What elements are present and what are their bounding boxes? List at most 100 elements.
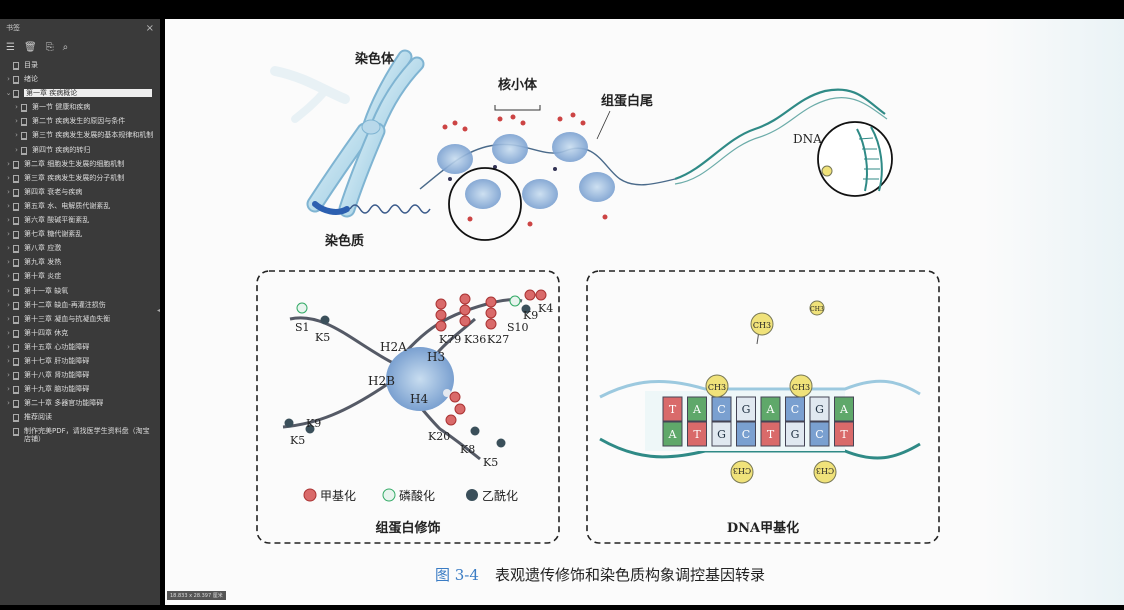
bookmark-label: 第五章 水、电解质代谢紊乱 bbox=[24, 201, 111, 210]
histone-h3: H3 bbox=[427, 350, 445, 364]
bookmark-item[interactable]: ›绪论 bbox=[0, 75, 160, 89]
expand-chevron-icon[interactable]: › bbox=[7, 258, 10, 267]
bookmark-item[interactable]: 制作完美PDF，请找医学生资料盘（淘宝店铺） bbox=[0, 427, 160, 443]
expand-chevron-icon[interactable]: › bbox=[7, 342, 10, 351]
expand-chevron-icon[interactable]: › bbox=[7, 187, 10, 196]
delete-icon[interactable]: 🗑 bbox=[23, 41, 37, 53]
legend-acetyl: 乙酰化 bbox=[482, 489, 518, 503]
free-methyl-tag-small: CH3 bbox=[810, 306, 824, 313]
figure-3-4: 染色体 染色质 核小体 组蛋白尾 DNA bbox=[256, 49, 940, 584]
nucleosome-fiber bbox=[419, 112, 676, 227]
expand-chevron-icon[interactable]: › bbox=[7, 159, 10, 168]
bookmark-item[interactable]: ›第二十章 多器官功能障碍 bbox=[0, 399, 160, 413]
bookmark-toolbar: ☰ 🗑 ⎘ ⌕ bbox=[0, 37, 160, 57]
site-k8: K8 bbox=[460, 443, 475, 456]
bookmark-label: 推荐阅读 bbox=[24, 413, 52, 422]
bookmark-icon bbox=[21, 104, 27, 113]
expand-chevron-icon[interactable]: › bbox=[7, 201, 10, 210]
bookmark-label: 第四章 衰老与疾病 bbox=[24, 187, 83, 196]
methyl-cluster bbox=[284, 289, 547, 448]
expand-chevron-icon[interactable]: › bbox=[7, 244, 10, 253]
bookmark-item[interactable]: › 第二章 细胞发生发展的细胞机制 bbox=[0, 160, 160, 174]
bookmark-label: 第七章 糖代谢紊乱 bbox=[24, 230, 83, 239]
acetyl-legend-icon bbox=[466, 489, 478, 501]
base-top-letter: A bbox=[692, 403, 702, 416]
base-top-letter: A bbox=[766, 403, 776, 416]
bookmark-item[interactable]: ›第二节 疾病发生的原因与条件 bbox=[0, 117, 160, 131]
expand-chevron-icon[interactable]: › bbox=[7, 314, 10, 323]
bookmark-item[interactable]: 目录 bbox=[0, 61, 160, 75]
base-bottom bbox=[662, 421, 683, 447]
bookmark-icon bbox=[13, 357, 19, 366]
figure-title: 表观遗传修饰和染色质构象调控基因转录 bbox=[495, 566, 765, 584]
expand-chevron-icon[interactable]: ⌄ bbox=[5, 89, 12, 98]
bookmark-item[interactable]: ›第十三章 凝血与抗凝血失衡 bbox=[0, 315, 160, 329]
expand-chevron-icon[interactable]: › bbox=[15, 103, 18, 112]
bookmark-item[interactable]: ›第三章 疾病发生发展的分子机制 bbox=[0, 174, 160, 188]
bookmark-item[interactable]: ›第十五章 心功能障碍 bbox=[0, 343, 160, 357]
expand-chevron-icon[interactable]: › bbox=[7, 216, 10, 225]
bookmark-item[interactable]: › 第九章 发热 bbox=[0, 258, 160, 272]
expand-chevron-icon[interactable]: › bbox=[7, 75, 10, 84]
bookmark-item[interactable]: › 第四章 衰老与疾病 bbox=[0, 188, 160, 202]
expand-chevron-icon[interactable]: › bbox=[7, 385, 10, 394]
expand-chevron-icon[interactable]: › bbox=[7, 371, 10, 380]
bookmark-icon bbox=[13, 386, 19, 395]
bookmark-icon bbox=[13, 301, 19, 310]
bookmark-icon bbox=[13, 245, 19, 254]
bookmark-label: 第九章 发热 bbox=[24, 258, 62, 267]
bookmark-item[interactable]: ›第十一章 缺氧 bbox=[0, 287, 160, 301]
bookmark-icon bbox=[13, 343, 19, 352]
bookmark-item[interactable]: ›第三节 疾病发生发展的基本规律和机制 bbox=[0, 131, 160, 145]
bookmark-item[interactable]: 推荐阅读 bbox=[0, 413, 160, 427]
methyl-marker-1 bbox=[705, 374, 729, 398]
bookmark-icon bbox=[13, 202, 19, 211]
expand-chevron-icon[interactable]: › bbox=[7, 399, 10, 408]
expand-chevron-icon[interactable]: › bbox=[7, 230, 10, 239]
base-top bbox=[711, 396, 732, 422]
bookmark-item[interactable]: ⌄第一章 疾病概论 bbox=[0, 89, 160, 103]
site-k27: K27 bbox=[487, 333, 509, 346]
collapse-panel-icon[interactable]: ◂ bbox=[157, 307, 161, 314]
bookmark-item[interactable]: › 第七章 糖代谢紊乱 bbox=[0, 230, 160, 244]
page-size-status: 18.833 x 28.397 厘米 bbox=[167, 591, 226, 600]
expand-chevron-icon[interactable]: › bbox=[7, 286, 10, 295]
expand-chevron-icon[interactable]: › bbox=[7, 300, 10, 309]
bookmark-item[interactable]: ›第一节 健康和疾病 bbox=[0, 103, 160, 117]
expand-chevron-icon[interactable]: › bbox=[7, 173, 10, 182]
expand-chevron-icon[interactable]: › bbox=[7, 272, 10, 281]
bookmark-item[interactable]: ›第八章 应激 bbox=[0, 244, 160, 258]
bookmark-icon bbox=[13, 400, 19, 409]
histone-h4: H4 bbox=[410, 392, 428, 406]
bookmark-item[interactable]: › 第五章 水、电解质代谢紊乱 bbox=[0, 202, 160, 216]
bookmark-icon bbox=[13, 174, 19, 183]
bookmark-item[interactable]: ›第六章 酸碱平衡紊乱 bbox=[0, 216, 160, 230]
bookmark-item[interactable]: ›第十四章 休克 bbox=[0, 329, 160, 343]
expand-chevron-icon[interactable]: › bbox=[15, 131, 18, 140]
expand-chevron-icon[interactable]: › bbox=[15, 145, 18, 154]
bookmark-item[interactable]: ›第十二章 缺血-再灌注损伤 bbox=[0, 301, 160, 315]
bookmark-item[interactable]: ›第十八章 肾功能障碍 bbox=[0, 371, 160, 385]
bookmark-label: 第二章 细胞发生发展的细胞机制 bbox=[24, 159, 125, 168]
expand-chevron-icon[interactable]: › bbox=[7, 328, 10, 337]
close-icon[interactable]: × bbox=[145, 22, 154, 34]
base-bottom-letter: G bbox=[717, 428, 726, 441]
site-k9-h2b: K9 bbox=[306, 417, 321, 430]
add-bookmark-icon[interactable]: ⎘ bbox=[45, 41, 54, 53]
chromosome-label: 染色体 bbox=[354, 51, 395, 67]
bookmark-item[interactable]: ›第四节 疾病的转归 bbox=[0, 146, 160, 160]
bookmark-item[interactable]: ›第十章 炎症 bbox=[0, 272, 160, 286]
bookmark-icon bbox=[13, 372, 19, 381]
bookmark-item[interactable]: ›第十九章 脑功能障碍 bbox=[0, 385, 160, 399]
site-k20: K20 bbox=[428, 430, 450, 443]
nucleosome-zoom-circle bbox=[448, 167, 522, 241]
base-top bbox=[834, 396, 854, 422]
base-top bbox=[736, 396, 756, 422]
expand-chevron-icon[interactable]: › bbox=[7, 356, 10, 365]
bookmark-find-icon[interactable]: ⌕ bbox=[62, 41, 69, 53]
expand-chevron-icon[interactable]: › bbox=[15, 117, 18, 126]
expand-options-icon[interactable]: ☰ bbox=[6, 41, 15, 53]
nucleosome-label: 核小体 bbox=[498, 77, 538, 93]
base-bottom-letter: G bbox=[791, 428, 800, 441]
bookmark-item[interactable]: ›第十七章 肝功能障碍 bbox=[0, 357, 160, 371]
